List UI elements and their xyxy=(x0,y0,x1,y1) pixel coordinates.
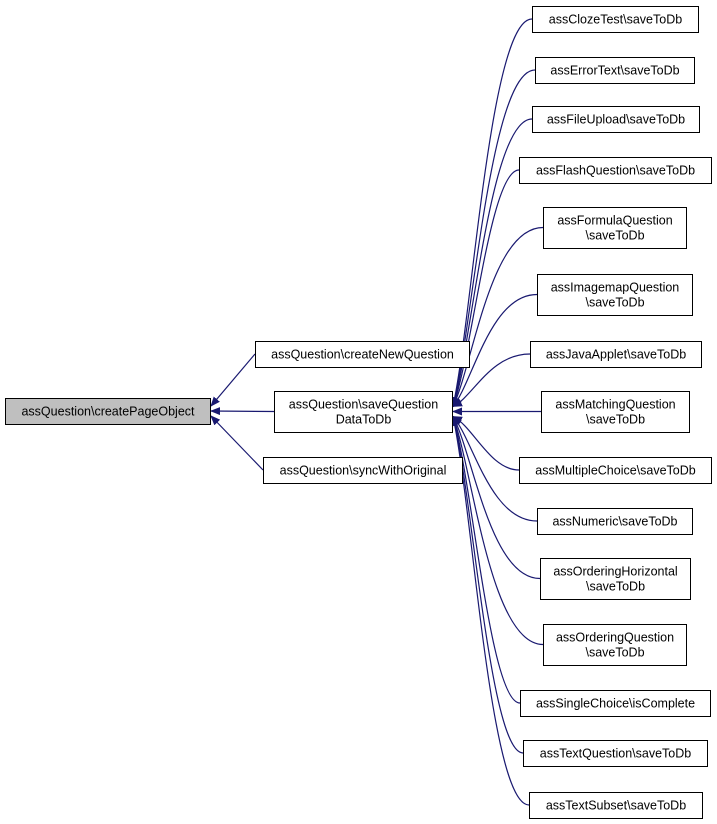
node-label: assClozeTest\saveToDb xyxy=(549,13,682,27)
edge-single-choice-to-save-question-data xyxy=(451,415,521,704)
node-box xyxy=(274,391,453,433)
node-box xyxy=(529,792,703,819)
node-label: assQuestion\syncWithOriginal xyxy=(280,464,447,478)
node-label: DataToDb xyxy=(336,413,392,427)
node-matching-question[interactable]: assMatchingQuestion\saveToDb xyxy=(541,391,690,433)
node-label: assQuestion\createNewQuestion xyxy=(271,348,454,362)
node-box xyxy=(5,398,211,425)
node-label: assSingleChoice\isComplete xyxy=(536,697,695,711)
edge-file-upload-to-save-question-data xyxy=(451,118,533,408)
node-box xyxy=(537,508,693,535)
node-box xyxy=(255,341,470,368)
node-file-upload[interactable]: assFileUpload\saveToDb xyxy=(532,106,700,133)
node-create-new-question[interactable]: assQuestion\createNewQuestion xyxy=(255,341,470,368)
edge-formula-question-to-save-question-data xyxy=(452,226,544,408)
node-box xyxy=(532,106,700,133)
node-label: assErrorText\saveToDb xyxy=(550,64,679,78)
node-cloze-test[interactable]: assClozeTest\saveToDb xyxy=(532,6,699,33)
node-numeric[interactable]: assNumeric\saveToDb xyxy=(537,508,693,535)
node-box xyxy=(523,740,708,767)
node-label: assFlashQuestion\saveToDb xyxy=(536,164,695,178)
node-box xyxy=(520,690,711,717)
edge-numeric-to-save-question-data xyxy=(452,415,538,522)
edge-flash-question-to-save-question-data xyxy=(452,169,520,408)
node-box xyxy=(535,57,695,84)
node-sync-with-original[interactable]: assQuestion\syncWithOriginal xyxy=(263,457,463,484)
edges xyxy=(210,18,544,806)
node-label: \saveToDb xyxy=(586,580,645,594)
node-label: assTextSubset\saveToDb xyxy=(546,799,686,813)
node-label: \saveToDb xyxy=(586,413,645,427)
node-error-text[interactable]: assErrorText\saveToDb xyxy=(535,57,695,84)
edge-ordering-question-to-save-question-data xyxy=(452,415,544,646)
node-label: assQuestion\createPageObject xyxy=(21,405,195,419)
nodes: assQuestion\createPageObject assQuestion\… xyxy=(5,6,712,819)
node-label: assImagemapQuestion xyxy=(551,281,680,295)
node-label: assNumeric\saveToDb xyxy=(552,515,677,529)
node-single-choice[interactable]: assSingleChoice\isComplete xyxy=(520,690,711,717)
node-label: assMatchingQuestion xyxy=(555,398,675,412)
node-text-question[interactable]: assTextQuestion\saveToDb xyxy=(523,740,708,767)
node-box xyxy=(543,207,687,249)
edge-create-new-question-to-root xyxy=(210,353,256,407)
edge-imagemap-question-to-save-question-data xyxy=(452,293,538,408)
node-label: assMultipleChoice\saveToDb xyxy=(535,464,696,478)
node-label: assFormulaQuestion xyxy=(557,214,672,228)
node-imagemap-question[interactable]: assImagemapQuestion\saveToDb xyxy=(537,274,693,316)
node-box xyxy=(532,6,699,33)
node-label: assTextQuestion\saveToDb xyxy=(540,747,692,761)
edge-java-applet-to-save-question-data xyxy=(452,353,531,408)
node-box xyxy=(519,457,712,484)
node-label: assOrderingQuestion xyxy=(556,631,674,645)
node-label: assJavaApplet\saveToDb xyxy=(546,348,686,362)
node-label: \saveToDb xyxy=(585,646,644,660)
node-box xyxy=(540,558,691,600)
node-java-applet[interactable]: assJavaApplet\saveToDb xyxy=(530,341,702,368)
node-box xyxy=(530,341,702,368)
node-box xyxy=(541,391,690,433)
node-ordering-horizontal[interactable]: assOrderingHorizontal\saveToDb xyxy=(540,558,691,600)
node-root[interactable]: assQuestion\createPageObject xyxy=(5,398,211,425)
node-label: \saveToDb xyxy=(585,296,644,310)
node-box xyxy=(263,457,463,484)
node-box xyxy=(537,274,693,316)
node-label: assQuestion\saveQuestion xyxy=(289,398,438,412)
edge-ordering-horizontal-to-save-question-data xyxy=(452,415,541,580)
node-ordering-question[interactable]: assOrderingQuestion\saveToDb xyxy=(543,624,687,666)
edge-sync-with-original-to-root xyxy=(210,415,264,471)
node-label: assOrderingHorizontal xyxy=(553,565,677,579)
edge-save-question-data-to-root xyxy=(210,407,275,416)
node-text-subset[interactable]: assTextSubset\saveToDb xyxy=(529,792,703,819)
node-label: assFileUpload\saveToDb xyxy=(547,113,685,127)
node-box xyxy=(543,624,687,666)
node-multiple-choice[interactable]: assMultipleChoice\saveToDb xyxy=(519,457,712,484)
node-label: \saveToDb xyxy=(585,229,644,243)
node-box xyxy=(519,157,712,184)
node-flash-question[interactable]: assFlashQuestion\saveToDb xyxy=(519,157,712,184)
node-formula-question[interactable]: assFormulaQuestion\saveToDb xyxy=(543,207,687,249)
